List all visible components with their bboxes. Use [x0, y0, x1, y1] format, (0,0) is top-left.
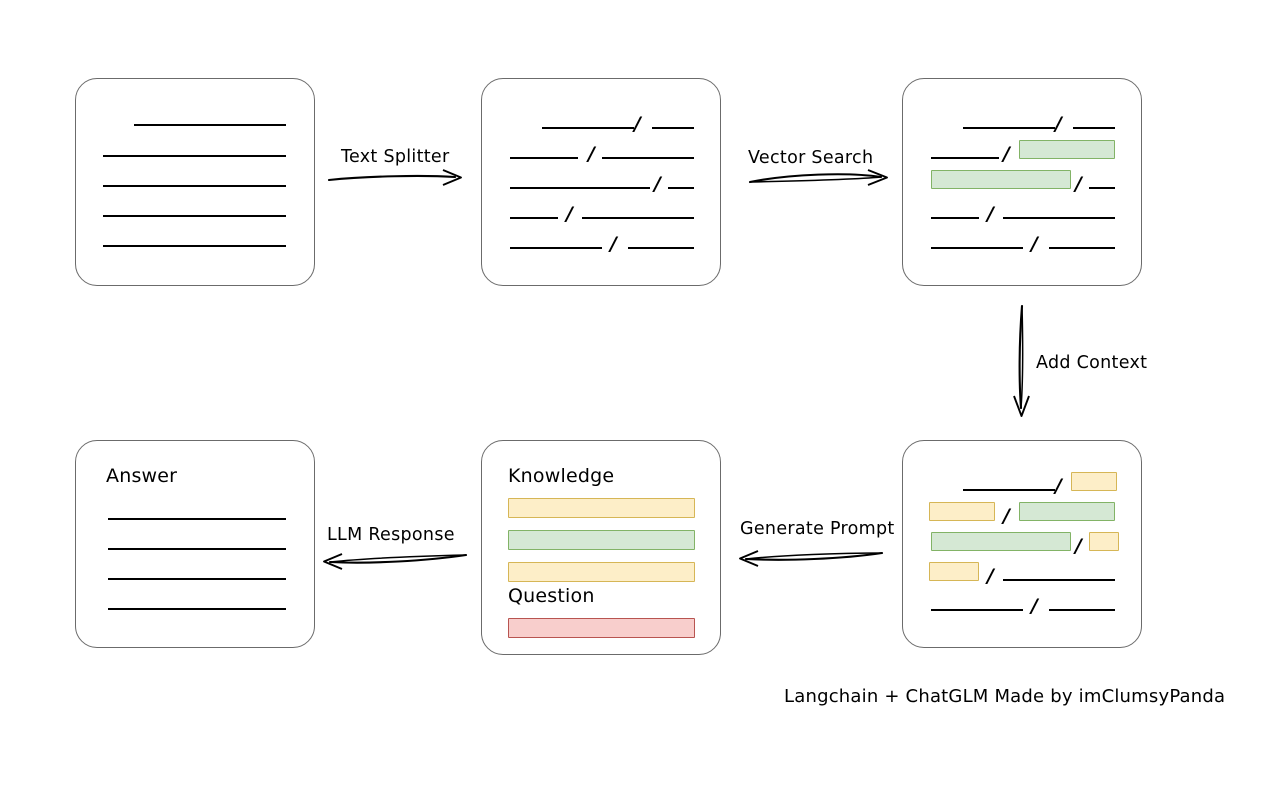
edge-label-generate-prompt: Generate Prompt [740, 519, 895, 539]
node-source-document[interactable] [75, 78, 315, 286]
chunk-line [1003, 217, 1115, 219]
doc-line [134, 124, 286, 126]
chunk-separator: / [1003, 143, 1010, 165]
edge-label-llm-response: LLM Response [327, 525, 455, 545]
chunk-separator: / [634, 113, 641, 135]
highlight-green [931, 532, 1071, 551]
prompt-bar-knowledge-2 [508, 530, 695, 550]
node-matched-chunks[interactable]: / / / / / [902, 78, 1142, 286]
chunk-separator: / [566, 203, 573, 225]
chunk-line [510, 217, 558, 219]
edge-label-vector-search: Vector Search [748, 148, 874, 168]
doc-line [103, 215, 286, 217]
chunk-separator: / [1031, 595, 1038, 617]
edge-arrow-llm-response [323, 553, 468, 570]
chunk-line [628, 247, 694, 249]
prompt-bar-question-1 [508, 618, 695, 638]
chunk-line [1049, 247, 1115, 249]
chunk-separator: / [1003, 505, 1010, 527]
chunk-line [1049, 609, 1115, 611]
highlight-yellow [1089, 532, 1119, 551]
highlight-green [1019, 140, 1115, 159]
highlight-yellow [929, 562, 979, 581]
chunk-separator: / [588, 143, 595, 165]
chunk-separator: / [1055, 475, 1062, 497]
chunk-separator: / [987, 565, 994, 587]
chunk-line [510, 187, 650, 189]
doc-line [103, 185, 286, 187]
chunk-line [931, 247, 1023, 249]
chunk-separator: / [610, 233, 617, 255]
highlight-yellow [929, 502, 995, 521]
chunk-separator: / [1031, 233, 1038, 255]
prompt-bar-knowledge-1 [508, 498, 695, 518]
highlight-yellow [1071, 472, 1117, 491]
node-answer[interactable]: Answer [75, 440, 315, 648]
doc-line [103, 245, 286, 247]
chunk-line [510, 157, 578, 159]
chunk-line [668, 187, 694, 189]
edge-arrow-vector-search [748, 169, 888, 186]
answer-line [108, 578, 286, 580]
doc-line [103, 155, 286, 157]
edge-arrow-text-splitter [327, 169, 462, 186]
edge-arrow-generate-prompt [739, 550, 884, 567]
prompt-section-heading-knowledge: Knowledge [508, 465, 615, 487]
chunk-line [1073, 127, 1115, 129]
chunk-separator: / [1075, 173, 1082, 195]
chunk-line [931, 217, 979, 219]
node-split-chunks[interactable]: / / / / / [481, 78, 721, 286]
chunk-line [510, 247, 602, 249]
chunk-line [582, 217, 694, 219]
chunk-line [602, 157, 694, 159]
prompt-section-heading-question: Question [508, 585, 595, 607]
highlight-green [1019, 502, 1115, 521]
chunk-line [1003, 579, 1115, 581]
chunk-separator: / [1055, 113, 1062, 135]
highlight-green [931, 170, 1071, 189]
chunk-line [963, 127, 1055, 129]
node-context-chunks[interactable]: / / / / / [902, 440, 1142, 648]
answer-line [108, 518, 286, 520]
chunk-line [963, 489, 1055, 491]
answer-line [108, 608, 286, 610]
edge-label-add-context: Add Context [1036, 353, 1148, 373]
diagram-caption: Langchain + ChatGLM Made by imClumsyPand… [784, 686, 1226, 707]
answer-heading: Answer [106, 465, 178, 487]
chunk-separator: / [987, 203, 994, 225]
chunk-line [542, 127, 634, 129]
node-prompt[interactable]: Knowledge Question [481, 440, 721, 655]
chunk-line [931, 609, 1023, 611]
edge-label-text-splitter: Text Splitter [341, 147, 450, 167]
edge-arrow-add-context [1013, 304, 1030, 417]
chunk-separator: / [1075, 535, 1082, 557]
chunk-line [1089, 187, 1115, 189]
chunk-line [652, 127, 694, 129]
chunk-separator: / [654, 173, 661, 195]
prompt-bar-knowledge-3 [508, 562, 695, 582]
answer-line [108, 548, 286, 550]
chunk-line [931, 157, 999, 159]
